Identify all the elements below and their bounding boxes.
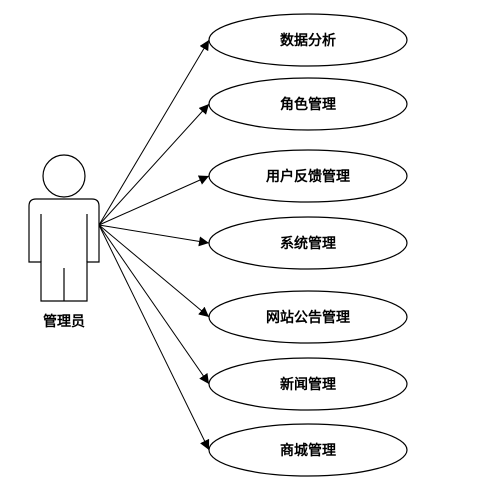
arrow-uc-2 [98,103,210,226]
arrow-uc-7 [98,224,210,451]
actor-head [42,154,86,198]
use-case-label: 角色管理 [280,96,336,113]
use-case-label: 新闻管理 [280,376,336,393]
use-case-ellipse [208,423,408,477]
use-case-ellipse [208,13,408,67]
actor-admin [28,154,100,302]
use-case-4[interactable]: 系统管理 [208,216,408,270]
use-case-label: 商城管理 [280,442,336,459]
use-case-2[interactable]: 角色管理 [208,77,408,131]
arrow-uc-1 [98,39,210,226]
use-case-label: 网站公告管理 [266,309,350,326]
arrow-uc-6 [98,224,210,385]
use-case-label: 用户反馈管理 [266,168,350,185]
actor-body [28,198,100,302]
use-case-ellipse [208,77,408,131]
use-case-ellipse [208,290,408,344]
use-case-ellipse [208,149,408,203]
association-arrows [98,39,210,451]
use-case-5[interactable]: 网站公告管理 [208,290,408,344]
use-case-6[interactable]: 新闻管理 [208,357,408,411]
use-case-7[interactable]: 商城管理 [208,423,408,477]
use-case-ellipse [208,216,408,270]
actor-label: 管理员 [43,313,85,330]
arrow-uc-3 [98,175,210,226]
use-case-3[interactable]: 用户反馈管理 [208,149,408,203]
arrow-uc-5 [98,224,210,318]
use-case-label: 系统管理 [280,235,336,252]
use-case-label: 数据分析 [280,32,336,49]
arrow-uc-4 [98,224,210,247]
use-case-1[interactable]: 数据分析 [208,13,408,67]
use-case-ellipse [208,357,408,411]
